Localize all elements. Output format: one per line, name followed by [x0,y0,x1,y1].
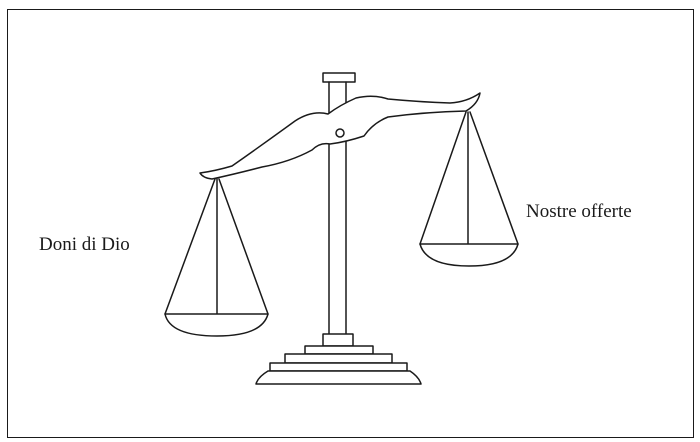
scale-pivot [335,128,345,138]
scale-base [255,333,422,385]
right-pan [419,111,519,267]
right-pan-label: Nostre offerte [526,201,632,222]
left-pan-label: Doni di Dio [39,234,130,255]
left-pan [164,178,269,337]
